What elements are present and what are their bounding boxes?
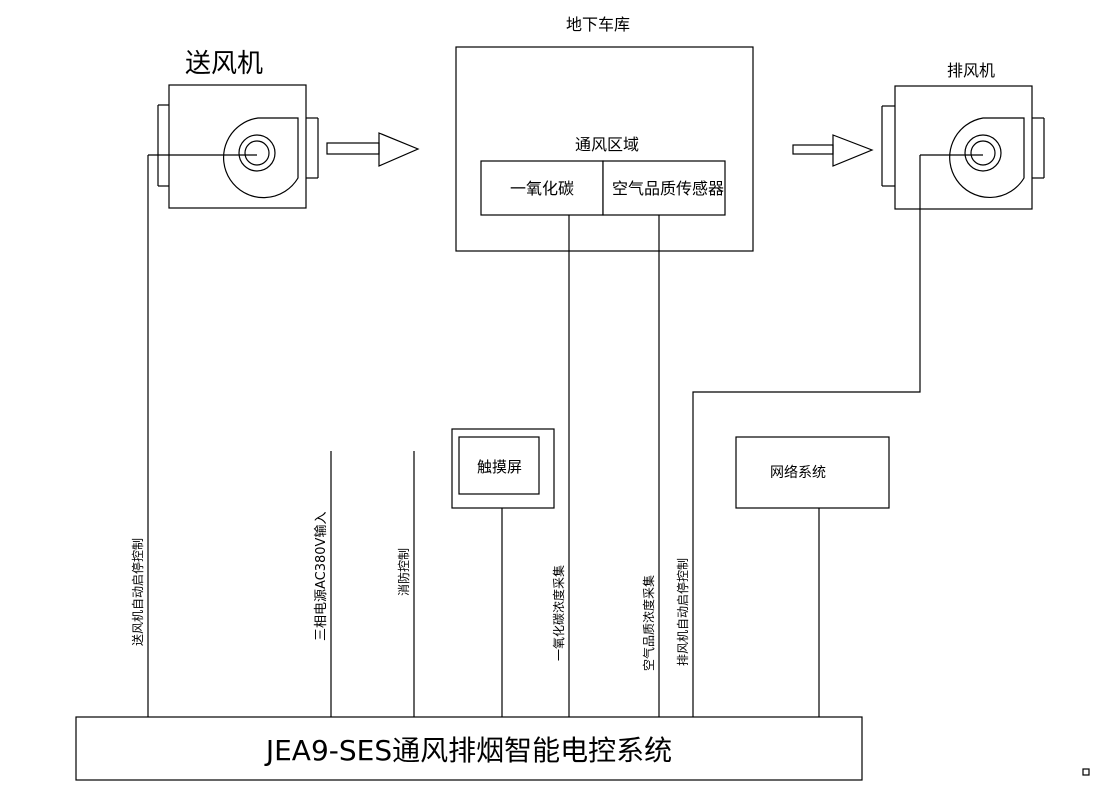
- wire-label-aq-collect: 空气品质浓度采集: [641, 575, 656, 671]
- touchscreen: 触摸屏: [451, 428, 555, 509]
- sensor-aq-label: 空气品质传感器: [612, 179, 724, 198]
- wire-label-supply-fan-ctrl: 送风机自动启停控制: [130, 538, 145, 646]
- exhaust-airflow-arrow-icon: [792, 134, 874, 167]
- wiring: [147, 155, 921, 717]
- wire-label-exhaust-fan-ctrl: 排风机自动启停控制: [675, 558, 690, 666]
- supply-fan: 送风机: [148, 49, 319, 209]
- exhaust-fan: 排风机: [881, 61, 1045, 210]
- exhaust-fan-label: 排风机: [947, 61, 995, 80]
- controller-box: [75, 716, 863, 781]
- corner-marker: [1082, 768, 1090, 776]
- supply-fan-label: 送风机: [185, 49, 263, 79]
- controller-label: JEA9-SES通风排烟智能电控系统: [264, 734, 672, 767]
- network-label: 网络系统: [770, 465, 826, 481]
- sensor-co-box: [480, 160, 604, 216]
- controller: JEA9-SES通风排烟智能电控系统: [75, 716, 863, 781]
- wire-label-co-collect: 一氧化碳浓度采集: [551, 565, 566, 661]
- sensor-aq-box: [602, 160, 726, 216]
- supply-airflow-arrow-icon: [326, 132, 420, 167]
- network-box: [735, 436, 890, 509]
- wire-labels: 送风机自动启停控制 三相电源AC380V输入 消防控制 一氧化碳浓度采集 空气品…: [130, 512, 690, 671]
- supply-fan-scroll-icon: [222, 117, 299, 199]
- exhaust-fan-scroll-icon: [949, 117, 1025, 199]
- garage: 地下车库 通风区域 一氧化碳 空气品质传感器: [455, 15, 754, 252]
- zone-label: 通风区域: [575, 135, 639, 154]
- sensor-co-label: 一氧化碳: [510, 179, 574, 198]
- supply-fan-housing: [168, 84, 307, 209]
- wire-label-power-input: 三相电源AC380V输入: [313, 512, 329, 641]
- garage-label: 地下车库: [566, 15, 630, 34]
- exhaust-fan-housing: [894, 85, 1033, 210]
- network-system: 网络系统: [735, 436, 890, 509]
- touchscreen-inner: [458, 436, 540, 495]
- garage-boundary: [455, 46, 754, 252]
- wire-label-fire-ctrl: 消防控制: [396, 548, 411, 596]
- touchscreen-label: 触摸屏: [477, 458, 522, 476]
